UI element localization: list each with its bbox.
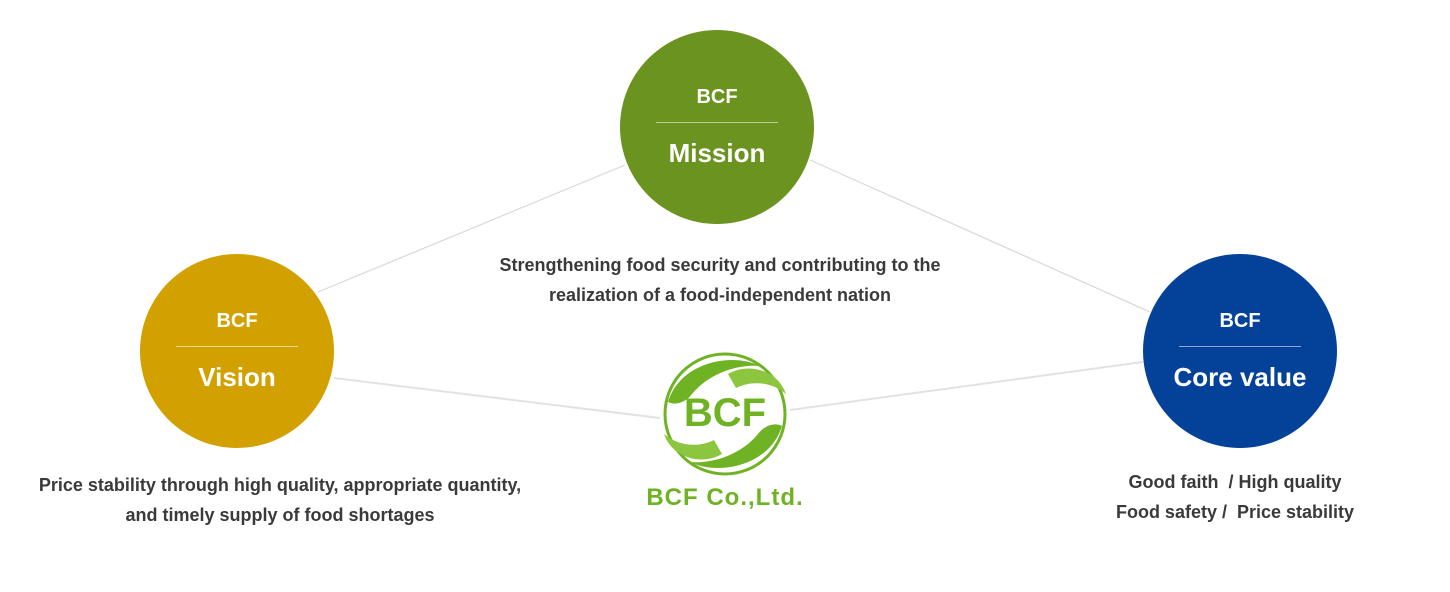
connector-mission-vision [317, 164, 626, 293]
leaf-ring-icon: BCF [663, 352, 787, 476]
mission-divider [656, 122, 778, 123]
mission-brand: BCF [696, 86, 738, 108]
logo-mark-text: BCF [684, 391, 766, 435]
vision-circle: BCF Vision [140, 254, 334, 448]
connector-mission-core [809, 159, 1151, 313]
core-value-description-line: Good faith / High quality [1128, 472, 1342, 492]
mission-description-line: realization of a food-independent nation [549, 285, 891, 305]
vision-title: Vision [198, 362, 276, 392]
bcf-logo: BCF BCF Co.,Ltd. [640, 344, 810, 520]
vision-brand: BCF [216, 310, 258, 332]
logo-wordmark: BCF Co.,Ltd. [646, 484, 804, 511]
mission-description-line: Strengthening food security and contribu… [499, 255, 941, 275]
core-value-description-line: Food safety / Price stability [1115, 502, 1355, 522]
core-value-divider [1179, 346, 1301, 347]
mission-title: Mission [668, 138, 766, 168]
vision-description: Price stability through high quality, ap… [20, 470, 540, 530]
core-value-description: Good faith / High quality Food safety / … [1085, 467, 1385, 527]
core-value-title: Core value [1173, 362, 1307, 392]
vision-description-line: and timely supply of food shortages [125, 505, 435, 525]
connector-vision-logo [333, 377, 661, 419]
core-value-circle: BCF Core value [1143, 254, 1337, 448]
vision-description-line: Price stability through high quality, ap… [38, 475, 522, 495]
connector-core-logo [789, 361, 1144, 411]
vision-divider [176, 346, 298, 347]
mission-description: Strengthening food security and contribu… [460, 250, 980, 310]
mission-circle: BCF Mission [620, 30, 814, 224]
core-value-brand: BCF [1219, 310, 1261, 332]
